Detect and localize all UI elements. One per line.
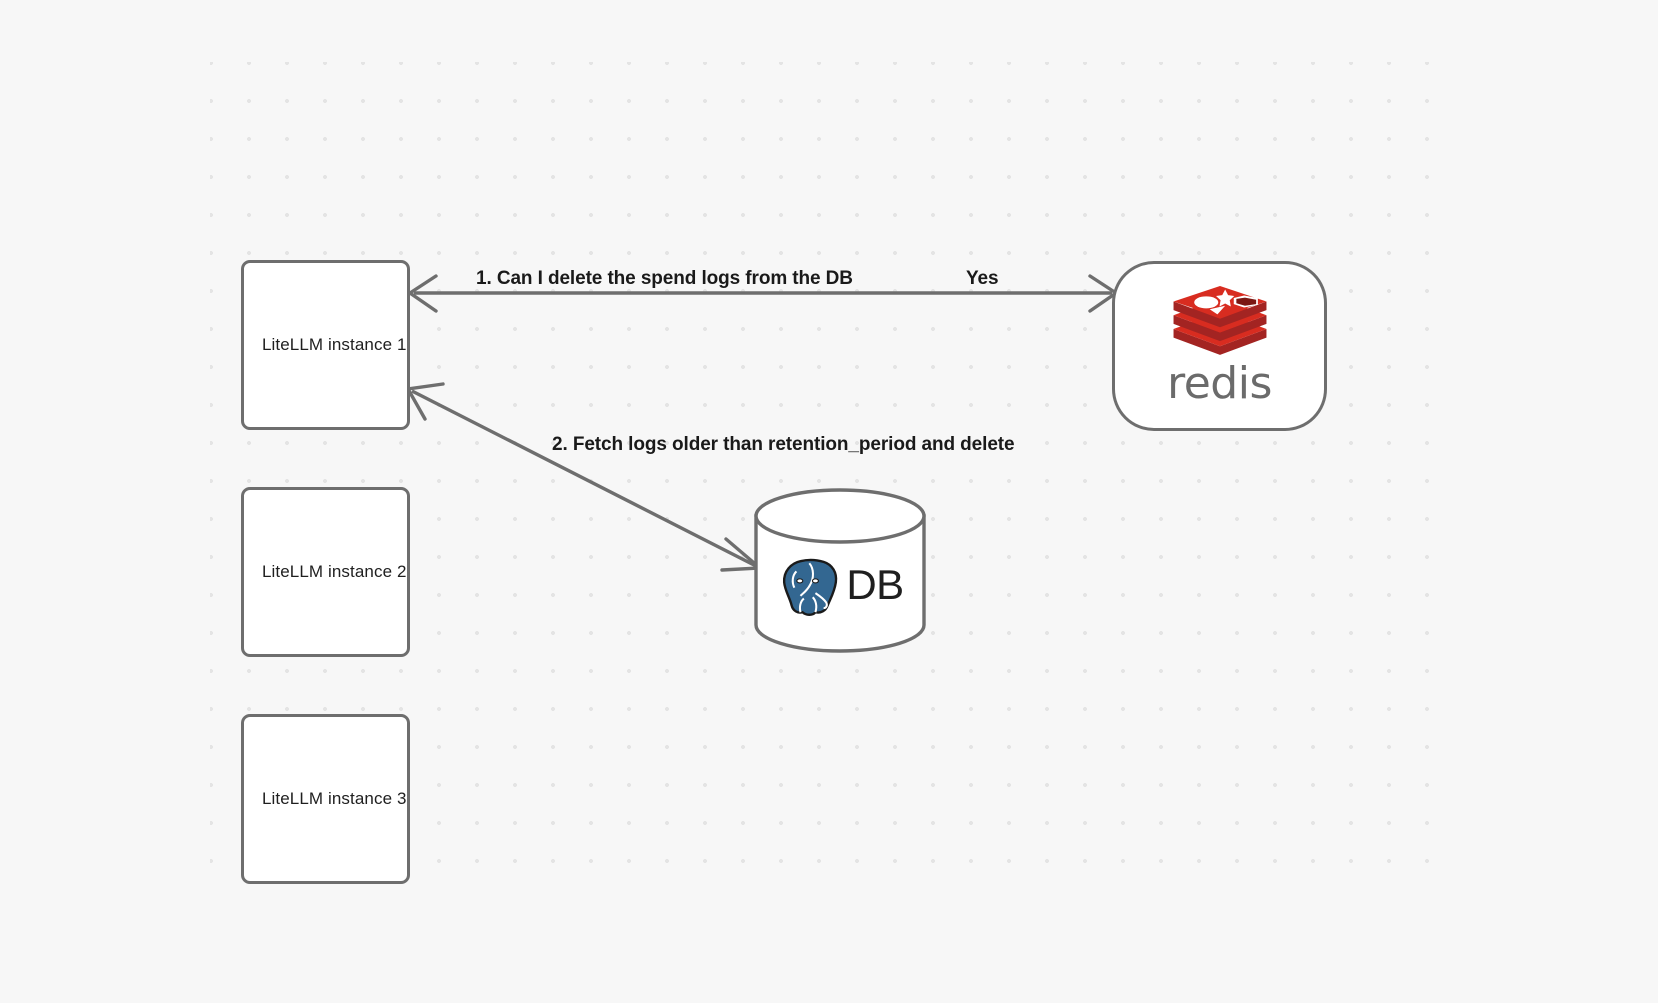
- redis-logo-icon: [1173, 286, 1266, 355]
- node-label: LiteLLM instance 1: [262, 335, 407, 354]
- node-redis[interactable]: redis: [1112, 261, 1327, 431]
- db-label: DB: [846, 560, 904, 608]
- edge-label-step-1-answer: Yes: [966, 268, 999, 289]
- edge-label-step-2: 2. Fetch logs older than retention_perio…: [552, 434, 1015, 455]
- node-label: LiteLLM instance 2: [262, 562, 407, 581]
- node-database[interactable]: DB: [754, 489, 926, 652]
- node-litellm-instance-1[interactable]: LiteLLM instance 1: [241, 260, 410, 430]
- redis-wordmark: redis: [1167, 358, 1272, 409]
- node-litellm-instance-3[interactable]: LiteLLM instance 3: [241, 714, 410, 884]
- edge-instance1-db[interactable]: [405, 382, 765, 572]
- edge-instance1-db-line: [411, 389, 757, 568]
- node-label: LiteLLM instance 3: [262, 789, 407, 808]
- edge-instance1-db-arrowhead-upper: [405, 382, 445, 421]
- node-litellm-instance-2[interactable]: LiteLLM instance 2: [241, 487, 410, 657]
- db-cylinder-shape: [754, 488, 926, 653]
- postgresql-elephant-icon: [782, 557, 839, 617]
- edge-label-step-1: 1. Can I delete the spend logs from the …: [476, 268, 853, 289]
- edge-instance1-redis-arrowhead-left: [406, 274, 438, 313]
